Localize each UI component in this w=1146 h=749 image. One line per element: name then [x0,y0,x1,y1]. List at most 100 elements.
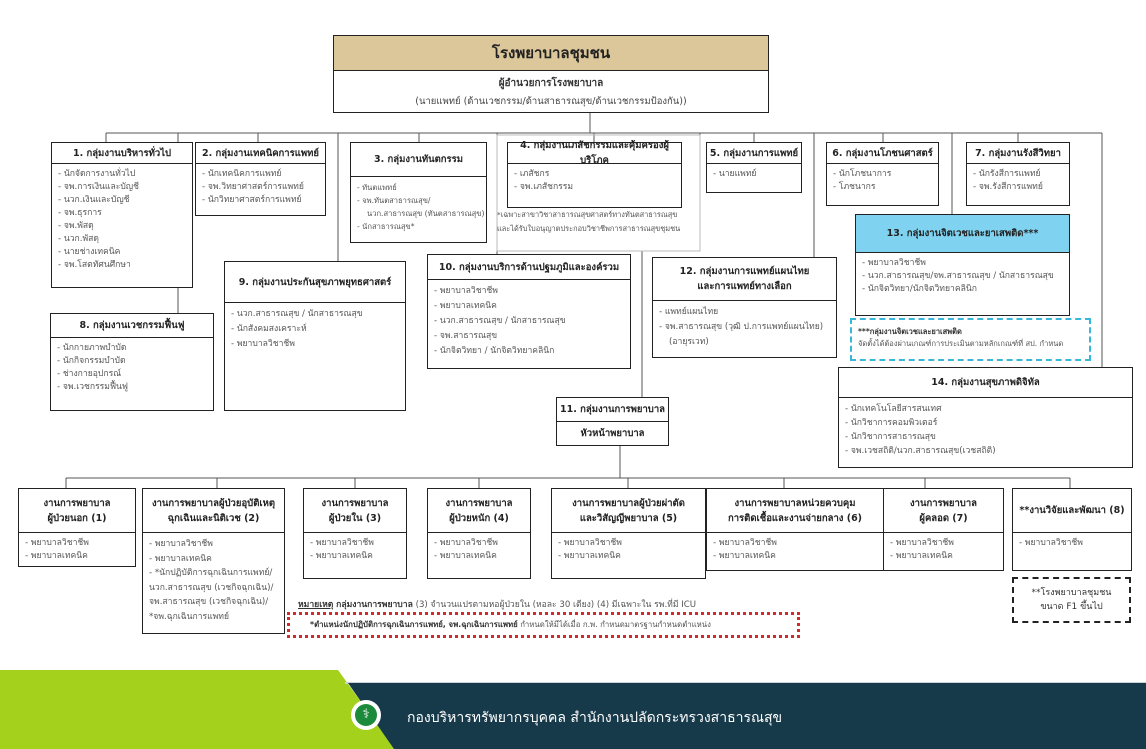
group-title-line: 9. กลุ่มงานประกันสุขภาพยุทธศาสตร์ [238,276,392,288]
group-title: 7. กลุ่มงานรังสีวิทยา [967,143,1069,164]
group-title: งานการพยาบาลผู้ป่วยอุบัติเหตุฉุกเฉินและน… [143,489,284,533]
emergency-note-text: กำหนดให้มีได้เมื่อ ก.พ. กำหนดมาตรฐานกำหน… [520,620,711,629]
group-title: 9. กลุ่มงานประกันสุขภาพยุทธศาสตร์ [225,262,405,303]
group-title-line: งานการพยาบาลผู้ป่วยผ่าตัด [572,497,685,509]
group-dental: 3. กลุ่มงานทันตกรรม- ทันตแพทย์- จพ.ทันตส… [350,142,487,243]
group-title: 6. กลุ่มงานโภชนศาสตร์ [827,143,938,164]
position-item: *จพ.ฉุกเฉินการแพทย์ [149,611,229,622]
group-title: งานการพยาบาลผู้ป่วยผ่าตัดและวิสัญญีพยาบา… [552,489,705,533]
position-item: - จพ.โสตทัศนศึกษา [58,260,131,270]
group-title: 10. กลุ่มงานบริการด้านปฐมภูมิและองค์รวม [428,255,630,280]
position-item: - จพ.วิทยาศาสตร์การแพทย์ [202,182,304,192]
group-title: 12. กลุ่มงานการแพทย์แผนไทยและการแพทย์ทาง… [653,258,836,301]
footer-green-band [0,670,395,749]
group-rehabilitation: 8. กลุ่มงานเวชกรรมฟื้นฟู- นักกายภาพบำบัด… [50,313,214,411]
group-title-line: 6. กลุ่มงานโภชนศาสตร์ [832,147,933,159]
group-general-admin: 1. กลุ่มงานบริหารทั่วไป - นักจัดการงานทั่… [51,142,193,288]
group-title-line: 2. กลุ่มงานเทคนิคการแพทย์ [202,147,319,159]
position-list: - พยาบาลวิชาชีพ- พยาบาลเทคนิค- นวก.สาธาร… [428,280,630,363]
position-item: - โภชนากร [833,182,876,192]
group-title-line: และวิสัญญีพยาบาล (5) [579,512,678,524]
remark-label: หมายเหตุ [298,600,334,610]
position-item: - จพ.สาธารณสุข [434,331,498,341]
group-title: งานการพยาบาลผู้ป่วยนอก (1) [19,489,135,533]
group-title-line: งานการพยาบาล [321,497,389,509]
position-list: - พยาบาลวิชาชีพ- พยาบาลเทคนิค [552,533,705,567]
position-item: - นายช่างเทคนิค [58,247,121,257]
nursing-emergency: งานการพยาบาลผู้ป่วยอุบัติเหตุฉุกเฉินและน… [142,488,285,634]
position-item: - นักจัดการงานทั่วไป [58,169,136,179]
position-list: - พยาบาลวิชาชีพ- พยาบาลเทคนิค [884,533,1003,567]
moph-seal-icon: ⚕ [351,700,381,730]
position-item: นวก.สาธารณสุข (ทันตสาธารณสุข) [367,209,485,218]
position-item: - พยาบาลวิชาชีพ [558,538,622,548]
group-title: 3. กลุ่มงานทันตกรรม [351,143,486,177]
group-title: งานการพยาบาลผู้คลอด (7) [884,489,1003,533]
position-item: - นักจิตวิทยา/นักจิตวิทยาคลินิก [862,284,977,294]
group-title-line: **งานวิจัยและพัฒนา (8) [1019,505,1125,516]
position-item: - นวก.พัสดุ [58,234,99,244]
group-title-line: งานการพยาบาลหน่วยควบคุม [734,497,856,509]
group-title-line: งานการพยาบาล [445,497,513,509]
position-item: - จพ.เวชกรรมฟื้นฟู [57,382,129,392]
group-title-line: ผู้ป่วยหนัก (4) [449,512,509,524]
group-title-line: 12. กลุ่มงานการแพทย์แผนไทย [679,266,810,277]
position-list: - พยาบาลวิชาชีพ- พยาบาลเทคนิค [19,533,135,567]
position-item: - นักกิจกรรมบำบัด [57,356,126,366]
emergency-position-note: *ตำแหน่งนักปฏิบัติการฉุกเฉินการแพทย์, จพ… [287,612,800,638]
position-item: - พยาบาลวิชาชีพ [862,258,926,268]
position-item: - นักจิตวิทยา / นักจิตวิทยาคลินิก [434,346,555,356]
head-nurse: หัวหน้าพยาบาล [580,427,645,439]
remark: หมายเหตุ กลุ่มงานการพยาบาล (3) จำนวนแปรต… [298,597,696,611]
group-title-line: 1. กลุ่มงานบริหารทั่วไป [72,147,172,159]
nursing-research: **งานวิจัยและพัฒนา (8) - พยาบาลวิชาชีพ [1012,488,1132,571]
footer-dark-band [348,683,1146,749]
position-item: - *นักปฏิบัติการฉุกเฉินการแพทย์/ [149,568,273,578]
position-item: - พยาบาลวิชาชีพ [149,539,213,549]
position-item: - พยาบาลวิชาชีพ [310,538,374,548]
position-item: - พยาบาลเทคนิค [25,551,88,561]
position-item: - แพทย์แผนไทย [659,307,719,317]
group-title-line: 11. กลุ่มงานการพยาบาล [560,404,665,415]
position-item: - พยาบาลเทคนิค [149,553,212,564]
group-radiology: 7. กลุ่มงานรังสีวิทยา- นักรังสีการแพทย์-… [966,142,1070,206]
group-title-line: 13. กลุ่มงานจิตเวชและยาเสพติด*** [886,228,1039,239]
group-title-line: 14. กลุ่มงานสุขภาพดิจิทัล [931,377,1040,388]
nursing-labor: งานการพยาบาลผู้คลอด (7)- พยาบาลวิชาชีพ- … [883,488,1004,571]
position-list: - พยาบาลวิชาชีพ - นวก.สาธารณสุข/จพ.สาธารณ… [856,253,1069,300]
position-list: - พยาบาลวิชาชีพ- พยาบาลเทคนิค [428,533,530,567]
nursing-opd: งานการพยาบาลผู้ป่วยนอก (1)- พยาบาลวิชาชี… [18,488,136,567]
group-title: งานการพยาบาลผู้ป่วยหนัก (4) [428,489,530,533]
emergency-note-bold: *ตำแหน่งนักปฏิบัติการฉุกเฉินการแพทย์, จพ… [310,620,518,629]
position-item: - พยาบาลเทคนิค [713,551,776,561]
director-note: (นายแพทย์ (ด้านเวชกรรม/ด้านสาธารณสุข/ด้า… [415,96,687,107]
position-item: - นักรังสีการแพทย์ [973,169,1041,179]
position-item: (อายุรเวท) [669,337,709,347]
group-title-line: ผู้ป่วยใน (3) [328,512,382,524]
group-title-line: งานการพยาบาลผู้ป่วยอุบัติเหตุ [151,497,276,509]
position-list: - นักเทคนิคการแพทย์- จพ.วิทยาศาสตร์การแพ… [196,164,325,211]
group-title: **งานวิจัยและพัฒนา (8) [1013,489,1131,533]
position-list: - นักกายภาพบำบัด- นักกิจกรรมบำบัด- ช่างก… [51,338,213,398]
position-item: - นักสาธารณสุข* [357,222,415,231]
group-title-line: 3. กลุ่มงานทันตกรรม [374,154,463,165]
group-title-line: 4. กลุ่มงานเภสัชกรรมและคุ้มครองผู้บริโภค [520,140,669,166]
position-item: - นวก.สาธารณสุข / นักสาธารณสุข [231,309,363,319]
position-item: - นวก.สาธารณสุข/จพ.สาธารณสุข / นักสาธารณ… [862,271,1054,281]
psych-note-text: จัดตั้งได้ต้องผ่านเกณฑ์การประเมินตามหลัก… [858,339,1064,348]
group-title: งานการพยาบาลผู้ป่วยใน (3) [304,489,406,533]
position-item: - นักวิทยาศาสตร์การแพทย์ [202,195,302,205]
group-title: 1. กลุ่มงานบริหารทั่วไป [52,143,192,164]
position-item: - พยาบาลเทคนิค [434,301,497,311]
position-item: - นายแพทย์ [713,169,757,179]
position-item: - จพ.ทันตสาธารณสุข/ [357,196,431,205]
position-item: - พยาบาลวิชาชีพ [890,538,954,548]
org-title: โรงพยาบาลชุมชน [334,36,768,71]
position-item: - จพ.ธุรการ [58,208,102,218]
group-pharmacy-consumer: 4. กลุ่มงานเภสัชกรรมและคุ้มครองผู้บริโภค… [507,140,682,208]
position-item: - นวก.เงินและบัญชี [58,195,130,205]
remark-group: กลุ่มงานการพยาบาล [336,600,413,610]
position-list: - พยาบาลวิชาชีพ- พยาบาลเทคนิค [707,533,883,567]
group-title: 8. กลุ่มงานเวชกรรมฟื้นฟู [51,314,213,338]
position-item: - พยาบาลวิชาชีพ [1019,538,1083,548]
